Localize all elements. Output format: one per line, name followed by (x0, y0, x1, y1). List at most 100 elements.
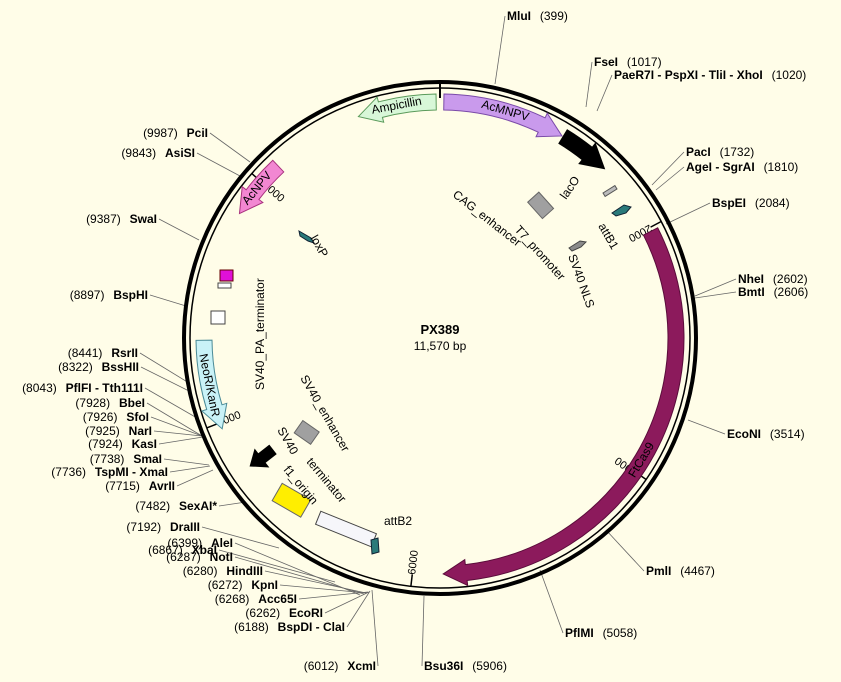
site-name: NotI (210, 550, 233, 564)
plasmid-name: PX389 (420, 322, 459, 337)
f1-origin-feature (271, 482, 312, 518)
site-leader-line (298, 591, 369, 600)
site-label: (6272) KpnI (208, 576, 278, 593)
site-leader-line (665, 202, 711, 225)
site-label: Bsu36I (5906) (424, 657, 507, 674)
site-label: (7924) KasI (88, 435, 157, 452)
site-leader-line (651, 151, 685, 186)
site-label: (7925) NarI (85, 422, 152, 439)
site-leader-line (153, 430, 203, 437)
site-position: (2606) (774, 285, 809, 299)
sv40-enhancer-feature (293, 419, 320, 445)
site-position: (1020) (772, 68, 807, 82)
site-leader-line (144, 387, 198, 419)
loxp-label: loxP (307, 233, 331, 260)
site-position: (7715) (105, 479, 140, 493)
feature-arc-acmnpv (443, 93, 563, 138)
site-label: (9987) PciI (143, 124, 208, 141)
site-position: (5058) (603, 626, 638, 640)
site-name: XbaI (192, 543, 217, 557)
feature-arc-ftcas9 (442, 227, 685, 587)
site-label: (6867) XbaI (148, 541, 217, 558)
site-leader-line (146, 402, 203, 437)
acnpv-small-feature (219, 269, 234, 282)
site-leader-line (687, 419, 726, 435)
site-name: XcmI (347, 659, 376, 673)
site-label: PmlI (4467) (646, 562, 715, 579)
site-label: (7928) BbeI (75, 394, 145, 411)
site-leader-line (655, 166, 685, 191)
site-name: FseI (594, 55, 618, 69)
sv40-pa-terminator-feature (210, 310, 226, 325)
site-position: (3514) (770, 427, 805, 441)
site-leader-line (158, 436, 204, 445)
site-name: SmaI (133, 452, 162, 466)
site-leader-line (139, 352, 190, 384)
site-position: (7924) (88, 437, 123, 451)
site-name: NarI (129, 424, 152, 438)
site-leader-line (169, 465, 211, 473)
site-label: (7482) SexAI* (135, 497, 217, 514)
site-name: BbeI (119, 396, 145, 410)
site-position: (2084) (755, 196, 790, 210)
site-position: (9843) (121, 146, 156, 160)
tick-mark (206, 422, 219, 429)
site-position: (8322) (58, 360, 93, 374)
tick-label: 6000 (406, 550, 421, 576)
site-position: (8441) (68, 346, 103, 360)
site-leader-line (196, 152, 241, 177)
site-name: SfoI (126, 410, 149, 424)
site-leader-line (140, 366, 192, 393)
site-name: SexAI* (179, 499, 217, 513)
site-position: (6012) (304, 659, 339, 673)
sv40-nls-feature (568, 240, 588, 252)
site-name: DraIII (170, 520, 200, 534)
site-label: (7715) AvrII (105, 477, 175, 494)
site-leader-line (585, 61, 593, 108)
site-position: (6268) (215, 592, 250, 606)
site-label: NheI (2602) (738, 270, 808, 287)
site-leader-line (201, 526, 280, 549)
site-name: RsrII (111, 346, 138, 360)
site-label: (7192) DraIII (126, 518, 200, 535)
tick-mark (650, 220, 662, 228)
site-position: (6867) (148, 543, 183, 557)
site-name: MluI (507, 9, 531, 23)
site-name: TspMI - XmaI (95, 465, 168, 479)
sv40-pa-terminator-label: SV40_PA_terminator (253, 278, 267, 390)
site-leader-line (209, 132, 251, 163)
site-label: PflMI (5058) (565, 624, 637, 641)
site-position: (9987) (143, 126, 178, 140)
site-name: BssHII (102, 360, 139, 374)
terminator-feature (314, 510, 378, 548)
attb1-feature (611, 204, 632, 217)
site-position: (7738) (90, 452, 125, 466)
t7-promoter-label: T7_promoter (512, 223, 568, 283)
site-label: (9843) AsiSI (121, 144, 195, 161)
site-label: (6287) NotI (166, 548, 233, 565)
site-label: (7926) SfoI (83, 408, 149, 425)
site-label: (8441) RsrII (68, 344, 138, 361)
site-position: (7192) (126, 520, 161, 534)
site-leader-line (218, 549, 336, 583)
site-leader-line (605, 529, 645, 572)
site-label: BspEI (2084) (712, 194, 790, 211)
sv40-nls-label: SV40 NLS (565, 252, 597, 309)
site-position: (8043) (22, 381, 57, 395)
site-name: AsiSI (165, 146, 195, 160)
site-position: (6272) (208, 578, 243, 592)
site-name: EcoNI (727, 427, 761, 441)
site-label: (8897) BspHI (70, 286, 148, 303)
site-label: (6012) XcmI (304, 657, 376, 674)
inner-features: CAG_enhancer lacO T7_promoter attB1 SV40… (210, 173, 632, 555)
site-leader-line (158, 218, 200, 241)
laco-label: lacO (557, 173, 583, 201)
site-leader-line (694, 278, 737, 297)
site-name: PacI (686, 145, 711, 159)
site-label: (8322) BssHII (58, 358, 139, 375)
site-name: SwaI (130, 212, 157, 226)
site-leader-line (494, 15, 506, 85)
site-leader-line (324, 591, 370, 614)
site-position: (7928) (75, 396, 110, 410)
site-leader-line (149, 294, 187, 307)
